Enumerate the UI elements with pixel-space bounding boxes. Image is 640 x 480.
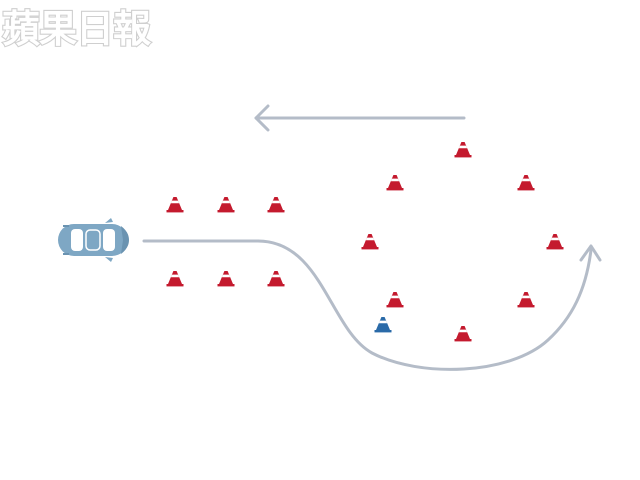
traffic-cone-icon <box>454 142 472 158</box>
traffic-cone-icon <box>386 292 404 308</box>
traffic-cone-icon <box>386 175 404 191</box>
driving-path <box>142 239 602 371</box>
traffic-cone-icon <box>166 271 184 287</box>
traffic-cone-icon <box>546 234 564 250</box>
traffic-cone-icon <box>454 326 472 342</box>
traffic-cone-icon <box>361 234 379 250</box>
traffic-cone-icon <box>517 292 535 308</box>
watermark-text: 蘋果日報 <box>2 7 151 51</box>
traffic-cone-icon <box>267 271 285 287</box>
return-arrow <box>254 104 466 132</box>
traffic-cone-icon <box>267 197 285 213</box>
traffic-cone-icon <box>217 271 235 287</box>
apple-daily-watermark: 蘋果日報 <box>1 6 153 52</box>
traffic-cone-icon <box>517 175 535 191</box>
traffic-cone-icon <box>166 197 184 213</box>
traffic-cone-icon <box>217 197 235 213</box>
blue-traffic-cone-icon <box>374 317 392 333</box>
car-icon <box>58 218 129 262</box>
